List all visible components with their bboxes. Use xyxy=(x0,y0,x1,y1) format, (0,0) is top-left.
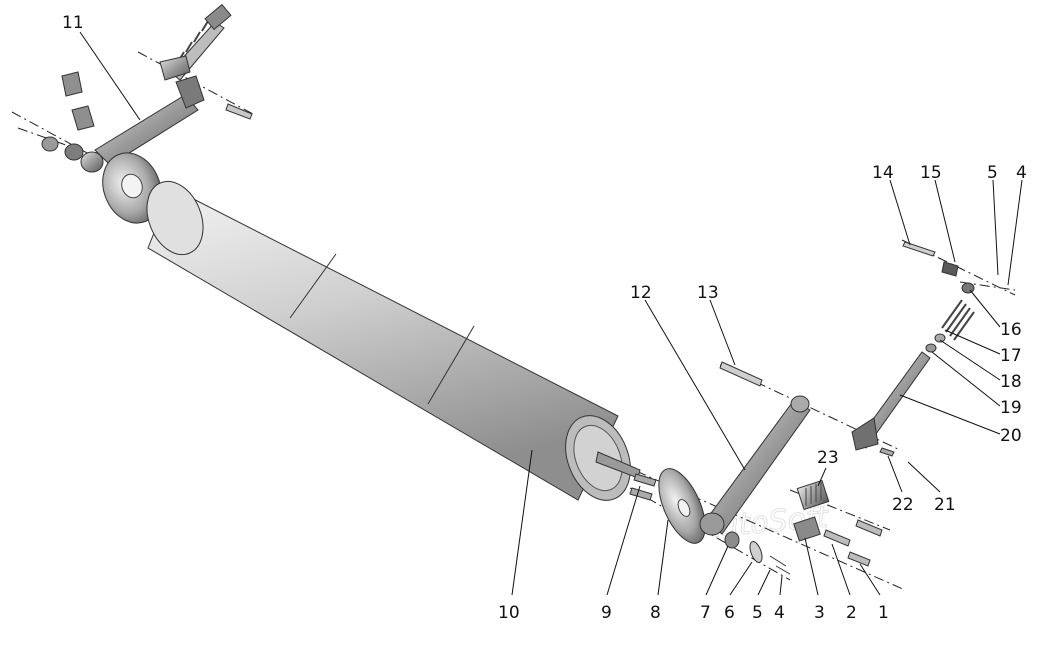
callout-3: 3 xyxy=(814,603,825,623)
callout-14: 14 xyxy=(872,163,894,183)
callout-23: 23 xyxy=(817,448,839,468)
callout-12: 12 xyxy=(630,283,652,303)
callout-6: 6 xyxy=(724,603,735,623)
callout-7: 7 xyxy=(700,603,711,623)
callouts: 1 2 3 4 5 6 7 8 9 10 11 12 13 14 15 5 4 … xyxy=(62,13,1027,623)
bolt-2 xyxy=(823,529,851,547)
bolts-9 xyxy=(629,473,657,501)
lever-lower xyxy=(699,395,811,536)
callout-16: 16 xyxy=(1000,320,1022,340)
end-flange-right xyxy=(658,468,706,544)
callout-17: 17 xyxy=(1000,346,1022,366)
callout-13: 13 xyxy=(697,283,719,303)
callout-22: 22 xyxy=(892,495,914,515)
washer-6 xyxy=(749,541,763,563)
spring-rod-assembly xyxy=(851,241,975,457)
nut-3 xyxy=(793,516,821,542)
callout-18: 18 xyxy=(1000,372,1022,392)
callout-5: 5 xyxy=(752,603,763,623)
callout-1: 1 xyxy=(878,603,889,623)
callout-11: 11 xyxy=(62,13,84,33)
callout-2: 2 xyxy=(846,603,857,623)
pin-13 xyxy=(719,361,763,387)
callout-8: 8 xyxy=(650,603,661,623)
lever-assembly-upper xyxy=(41,3,253,173)
callout-19: 19 xyxy=(1000,398,1022,418)
callout-20: 20 xyxy=(1000,426,1022,446)
callout-5b: 5 xyxy=(987,163,998,183)
bushing-7 xyxy=(724,531,740,549)
callout-9: 9 xyxy=(601,603,612,623)
callout-15: 15 xyxy=(920,163,942,183)
callout-4b: 4 xyxy=(1016,163,1027,183)
callout-21: 21 xyxy=(934,495,956,515)
nut-23 xyxy=(796,479,830,511)
pins-5-4 xyxy=(769,555,791,575)
callout-4: 4 xyxy=(774,603,785,623)
leader-lines xyxy=(79,31,1023,596)
drum-cylinder xyxy=(146,180,641,501)
callout-10: 10 xyxy=(498,603,520,623)
bolt-1 xyxy=(847,519,883,567)
